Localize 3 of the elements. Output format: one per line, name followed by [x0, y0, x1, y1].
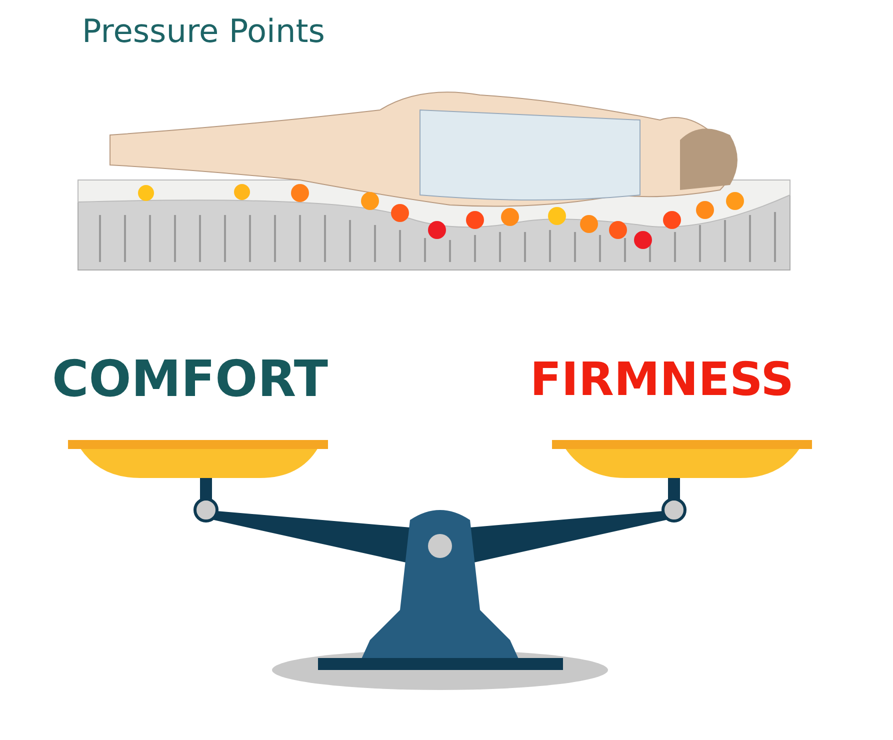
- comfort-label: COMFORT: [52, 350, 328, 408]
- heading: Pressure Points: [82, 12, 325, 50]
- firmness-label: FIRMNESS: [530, 352, 794, 406]
